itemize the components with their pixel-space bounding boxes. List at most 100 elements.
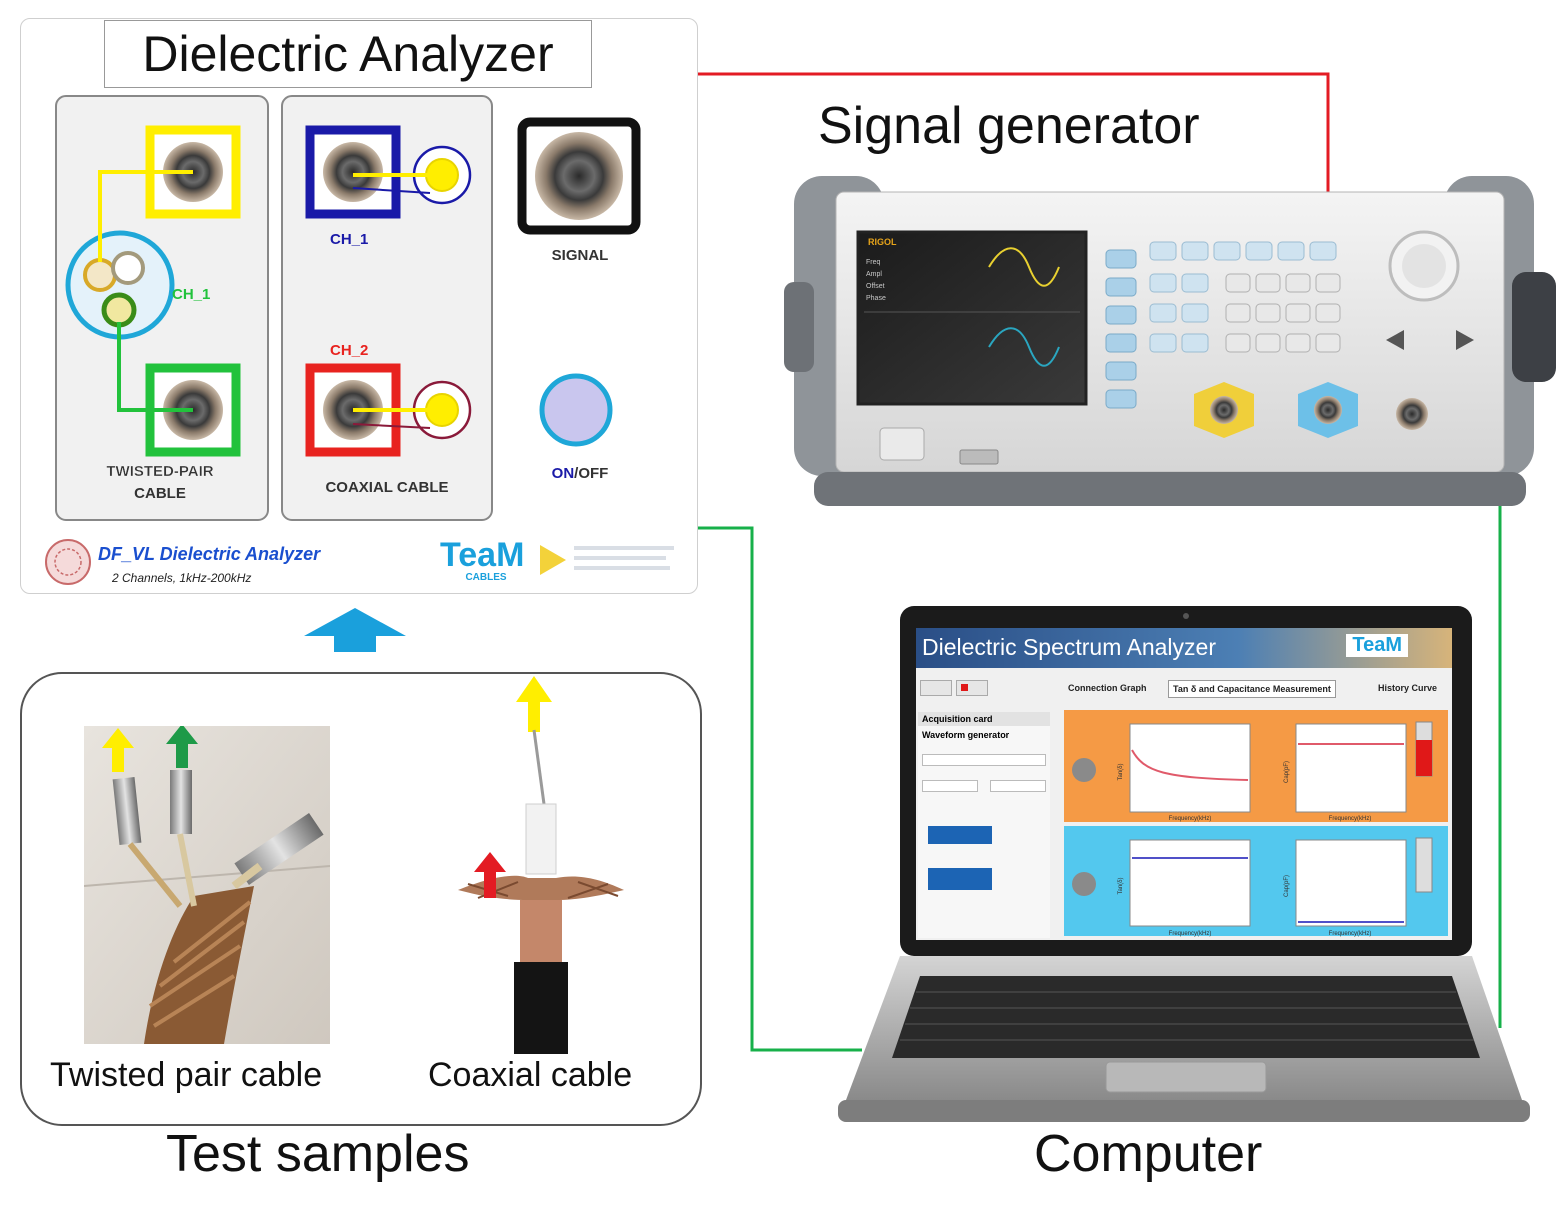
key[interactable] [1213, 241, 1241, 261]
plot-ylabel-cap: Cap(pF) [1284, 761, 1290, 783]
webcam-icon [1183, 613, 1189, 619]
stop-icon [961, 684, 968, 691]
tile-seam [84, 865, 330, 887]
wire [231, 862, 263, 890]
power-switch[interactable] [879, 427, 925, 461]
analyzer-title-box: Dielectric Analyzer [104, 20, 592, 88]
number-key[interactable] [1255, 273, 1281, 293]
onoff-label: ON/OFF [552, 465, 609, 482]
number-key[interactable] [1285, 333, 1311, 353]
start-button[interactable] [920, 680, 952, 696]
twisted-sample-label: Twisted pair cable [50, 1056, 323, 1094]
softkey[interactable] [1105, 389, 1137, 409]
tab-bar: Connection Graph Tan δ and Capacitance M… [1064, 680, 1452, 698]
coax-core [532, 729, 546, 805]
softkey[interactable] [1105, 249, 1137, 269]
softkey[interactable] [1105, 333, 1137, 353]
screen-sine-top [988, 247, 1060, 287]
coax-shield [520, 900, 562, 962]
key[interactable] [1181, 273, 1209, 293]
team-logo-text: TeaM [440, 536, 524, 574]
bnc-port-icon [535, 132, 623, 220]
number-key[interactable] [1285, 303, 1311, 323]
team-logo-tagline [574, 546, 674, 550]
green-wire-analyzer-computer [697, 526, 862, 1052]
sidebar-header-acquisition: Acquisition card [918, 712, 1050, 726]
handle-right [1512, 272, 1556, 382]
key[interactable] [1309, 241, 1337, 261]
coax-jacket [514, 962, 568, 1054]
app-title: Dielectric Spectrum Analyzer [922, 634, 1216, 660]
twisted-wire-green [101, 292, 137, 328]
tan-delta-plot-ch1 [1129, 723, 1251, 813]
arrow-key-right[interactable] [1456, 330, 1474, 350]
number-key[interactable] [1255, 333, 1281, 353]
screen-sine-bottom [988, 327, 1060, 367]
coax-label: COAXIAL CABLE [325, 479, 448, 496]
twisted-ch-label: CH_1 [172, 286, 210, 303]
power-button[interactable] [539, 373, 613, 447]
team-logo-tagline [574, 566, 670, 570]
braid-shield [144, 886, 254, 1044]
generator-field[interactable] [990, 780, 1047, 792]
connector-middle [170, 770, 192, 834]
number-key[interactable] [1225, 303, 1251, 323]
level-bar-2 [928, 868, 992, 890]
wire-yellow [98, 170, 193, 262]
softkey-column [1105, 249, 1137, 409]
coax-ch2-label: CH_2 [330, 342, 368, 359]
red-arrow-icon [474, 852, 506, 898]
analyzer-title: Dielectric Analyzer [142, 26, 554, 82]
footer-title: DF_VL Dielectric Analyzer [98, 544, 321, 564]
softkey[interactable] [1105, 277, 1137, 297]
team-logo-mark [540, 545, 566, 575]
key[interactable] [1149, 333, 1177, 353]
cap-plot-ch1 [1295, 723, 1407, 813]
number-key[interactable] [1285, 273, 1311, 293]
device-brand: RIGOL [868, 237, 897, 247]
tab-connection-graph[interactable]: Connection Graph [1068, 683, 1147, 693]
coax-dielectric [525, 803, 557, 875]
touchpad[interactable] [1105, 1061, 1267, 1093]
number-key[interactable] [1315, 273, 1341, 293]
yellow-arrow-icon [102, 728, 134, 772]
twisted-label-2: CABLE [134, 485, 186, 502]
key[interactable] [1277, 241, 1305, 261]
readout-ampl: Ampl [866, 271, 882, 278]
generator-field[interactable] [922, 780, 978, 792]
readout-offset: Offset [866, 283, 885, 290]
key[interactable] [1181, 303, 1209, 323]
output-port-sync[interactable] [1396, 398, 1428, 430]
plot-ylabel-tan: Tan(δ) [1118, 877, 1124, 894]
key[interactable] [1149, 241, 1177, 261]
key[interactable] [1181, 333, 1209, 353]
number-key[interactable] [1225, 333, 1251, 353]
stop-button[interactable] [956, 680, 988, 696]
number-key[interactable] [1315, 303, 1341, 323]
cap-gauge-ch2 [1415, 837, 1433, 893]
generator-field[interactable] [922, 754, 1046, 766]
number-key[interactable] [1315, 333, 1341, 353]
handle-left [784, 282, 814, 372]
number-key[interactable] [1225, 273, 1251, 293]
screen-readout: Freq Ampl Offset Phase [866, 259, 886, 302]
twisted-label-1: TWISTED-PAIR [106, 463, 213, 480]
twisted-pair-photo [84, 726, 330, 1044]
softkey[interactable] [1105, 361, 1137, 381]
test-samples-title: Test samples [166, 1125, 470, 1183]
up-arrow-icon [304, 608, 406, 652]
connector-left [112, 777, 142, 845]
number-key[interactable] [1255, 303, 1281, 323]
keypad [1149, 241, 1337, 353]
arrow-key-left[interactable] [1386, 330, 1404, 350]
coaxial-photo [458, 676, 624, 1054]
key[interactable] [1181, 241, 1209, 261]
key[interactable] [1149, 273, 1177, 293]
softkey[interactable] [1105, 305, 1137, 325]
braid-shield-texture [148, 900, 252, 1028]
key[interactable] [1149, 303, 1177, 323]
tab-history-curve[interactable]: History Curve [1378, 683, 1438, 693]
key[interactable] [1245, 241, 1273, 261]
tab-tan-delta[interactable]: Tan δ and Capacitance Measurement [1168, 680, 1336, 698]
device-base [814, 472, 1526, 506]
